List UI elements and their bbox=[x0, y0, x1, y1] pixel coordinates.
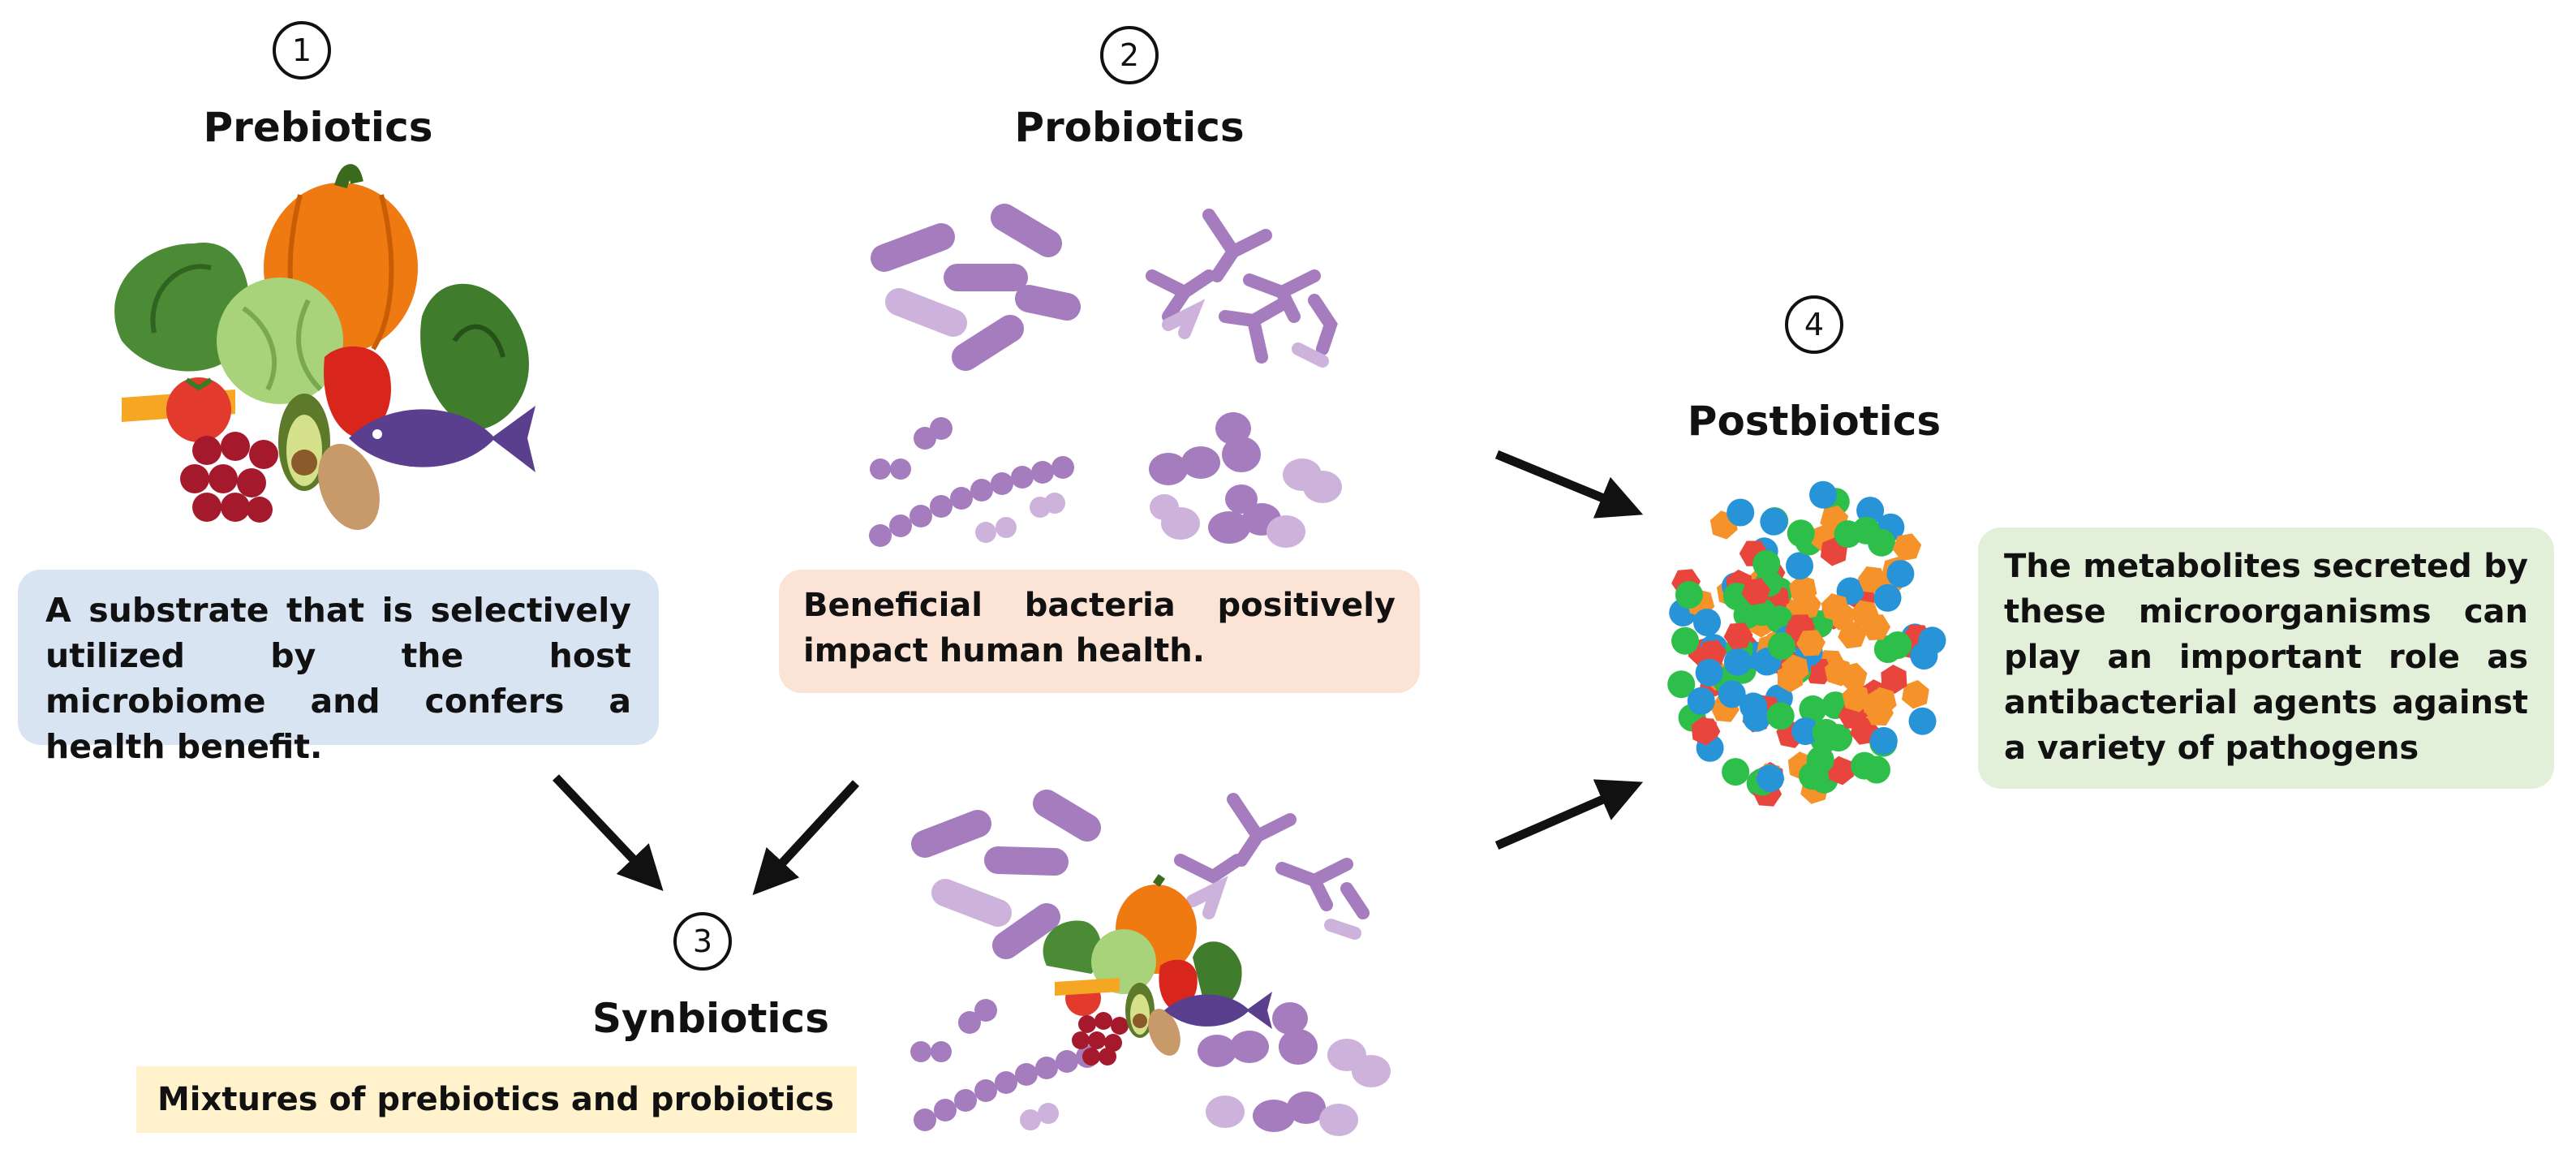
step-number-2: 2 bbox=[1100, 26, 1159, 84]
metabolite-particle bbox=[1799, 695, 1827, 723]
metabolite-particle bbox=[1791, 717, 1820, 746]
synbiotics-title: Synbiotics bbox=[592, 995, 829, 1042]
arrow-icon bbox=[752, 780, 860, 896]
metabolite-particle bbox=[1786, 552, 1813, 580]
step-number-3: 3 bbox=[673, 912, 732, 971]
prebiotics-description: A substrate that is selectively utilized… bbox=[18, 570, 659, 766]
metabolite-particle bbox=[1722, 758, 1750, 786]
metabolite-particle bbox=[1908, 707, 1937, 735]
metabolite-particle bbox=[1824, 657, 1853, 687]
metabolite-particle bbox=[1821, 593, 1850, 622]
metabolites-cluster-illustration bbox=[1667, 480, 1946, 807]
metabolite-particle bbox=[1881, 665, 1907, 694]
metabolite-particle bbox=[1806, 746, 1834, 774]
metabolite-particle bbox=[1869, 687, 1897, 716]
synbiotics-description: Mixtures of prebiotics and probiotics bbox=[136, 1066, 857, 1133]
metabolite-particle bbox=[1687, 687, 1715, 715]
metabolite-particle bbox=[1850, 600, 1880, 628]
metabolite-particle bbox=[1910, 642, 1938, 670]
metabolite-particle bbox=[1781, 654, 1809, 683]
metabolite-particle bbox=[1723, 648, 1752, 676]
metabolite-particle bbox=[1852, 516, 1880, 545]
metabolite-particle bbox=[1826, 756, 1855, 786]
cocci-chain bbox=[869, 417, 1074, 547]
metabolite-particle bbox=[1741, 578, 1770, 605]
prebiotics-title: Prebiotics bbox=[203, 104, 433, 151]
arrow-icon bbox=[1494, 779, 1644, 850]
postbiotics-description: The metabolites secreted by these microo… bbox=[1978, 527, 2554, 789]
postbiotics-title: Postbiotics bbox=[1687, 398, 1942, 445]
metabolite-particle bbox=[1727, 498, 1755, 527]
metabolite-particle bbox=[1723, 622, 1753, 649]
metabolite-particle bbox=[1675, 581, 1703, 609]
probiotics-title: Probiotics bbox=[1014, 104, 1245, 151]
bacteria-with-vegetables-illustration bbox=[910, 790, 1391, 1136]
metabolite-particle bbox=[1756, 764, 1784, 793]
metabolite-particle bbox=[1838, 621, 1867, 649]
metabolite-particle bbox=[1667, 670, 1696, 699]
metabolite-particle bbox=[1695, 658, 1723, 687]
metabolite-particle bbox=[1869, 726, 1898, 755]
metabolite-particle bbox=[1766, 702, 1795, 730]
metabolite-particle bbox=[1787, 519, 1815, 548]
metabolite-particle bbox=[1809, 480, 1837, 509]
vegetables-fruit-fish-illustration bbox=[114, 164, 535, 531]
metabolite-particle bbox=[1718, 680, 1746, 708]
metabolite-particle bbox=[1691, 716, 1718, 746]
step-number-1: 1 bbox=[273, 21, 331, 80]
metabolite-particle bbox=[1671, 626, 1699, 655]
metabolite-particle bbox=[1740, 692, 1768, 721]
metabolite-particle bbox=[1693, 609, 1721, 636]
bacteria-illustration bbox=[869, 204, 1342, 548]
metabolite-particle bbox=[1886, 560, 1915, 588]
metabolite-particle bbox=[1902, 680, 1929, 709]
metabolite-particle bbox=[1892, 533, 1922, 562]
metabolite-particle bbox=[1752, 549, 1781, 578]
metabolite-particle bbox=[1873, 583, 1902, 612]
metabolite-particle bbox=[1851, 751, 1878, 780]
arrow-icon bbox=[1494, 450, 1644, 519]
metabolite-particle bbox=[1796, 630, 1826, 657]
metabolite-particle bbox=[1760, 507, 1788, 536]
metabolite-particle bbox=[1884, 631, 1912, 659]
arrow-icon bbox=[553, 774, 664, 891]
metabolite-particle bbox=[1812, 718, 1840, 747]
metabolite-particle bbox=[1792, 592, 1821, 619]
step-number-4: 4 bbox=[1785, 295, 1843, 354]
metabolite-particle bbox=[1748, 598, 1776, 626]
metabolite-particle bbox=[1767, 632, 1795, 661]
metabolite-particle bbox=[1857, 566, 1887, 593]
probiotics-description: Beneficial bacteria positively impact hu… bbox=[779, 570, 1420, 693]
metabolite-particle bbox=[1842, 683, 1870, 713]
